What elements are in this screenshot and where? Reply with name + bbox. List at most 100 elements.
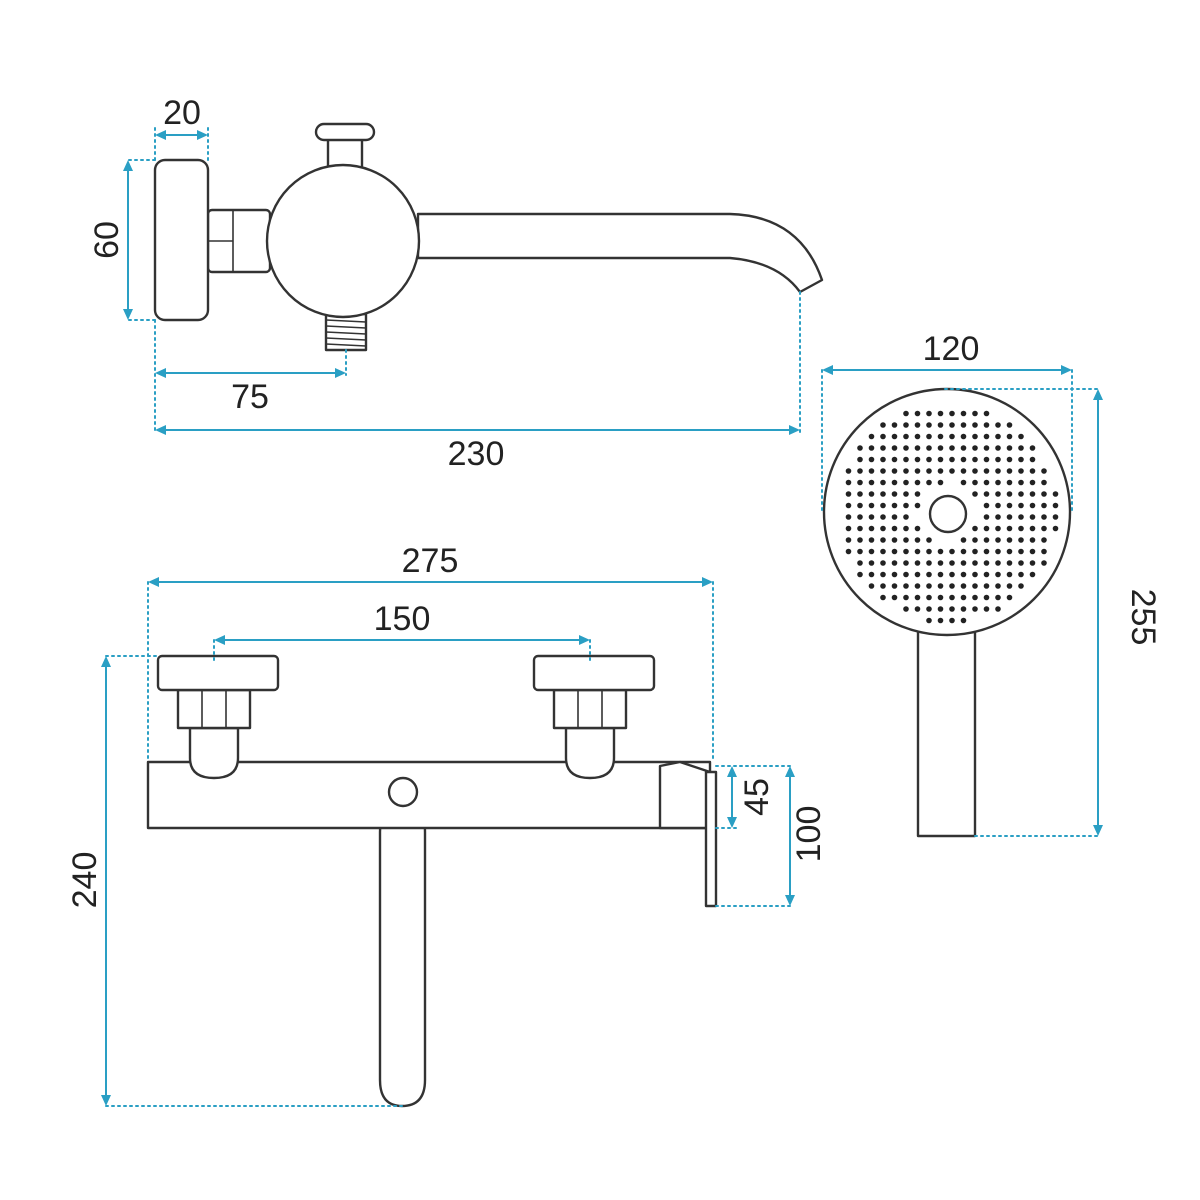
spray-nozzle [891,525,898,532]
spray-nozzle [857,502,863,509]
spray-nozzle [949,456,955,463]
spray-nozzle [1006,468,1013,474]
spray-nozzle [960,433,967,440]
spray-nozzle [972,571,978,578]
spray-nozzle [972,583,978,589]
diverter-knob [314,122,376,142]
dim-total-height: 240 [66,655,403,1107]
spray-nozzle [1041,525,1047,532]
spray-nozzle [891,456,898,463]
spray-nozzle [983,560,990,566]
spray-nozzle [1018,514,1024,520]
spray-nozzle [1006,433,1013,440]
spray-nozzle [972,433,978,440]
spray-nozzle [949,583,955,589]
spray-nozzle [903,479,909,486]
spray-nozzle [937,456,944,463]
spray-nozzle [972,456,978,463]
spray-nozzle [845,502,852,509]
spray-nozzle [995,548,1001,555]
spray-nozzle [1029,560,1036,566]
spray-nozzle [891,548,898,555]
spray-nozzle [914,410,921,417]
spray-nozzle [983,571,990,578]
spray-nozzle [868,502,875,509]
spray-nozzle [914,433,921,440]
spray-nozzle [972,479,978,486]
spray-nozzle [949,560,955,566]
spray-nozzle [1006,525,1013,532]
spray-nozzle [960,606,967,612]
spray-nozzle [914,479,921,486]
spray-nozzle [926,468,932,474]
side-outlet [658,760,712,830]
spray-nozzle [857,514,863,520]
spray-nozzle [845,479,852,486]
spray-nozzle [845,468,852,474]
spray-nozzle [1029,537,1036,543]
spray-nozzle [891,433,898,440]
spray-nozzle [891,422,898,428]
dim-label-body-height: 45 [738,778,776,816]
spray-nozzle [891,514,898,520]
spray-nozzle [880,422,886,428]
spray-nozzle [857,560,863,566]
spray-nozzle [1029,548,1036,555]
spray-nozzle [903,560,909,566]
spray-nozzle [972,468,978,474]
spray-nozzle [891,560,898,566]
spray-nozzle [983,514,990,520]
spray-nozzle [960,422,967,428]
spray-nozzle [880,560,886,566]
spray-nozzle [937,468,944,474]
spray-nozzles [845,410,1059,624]
spray-nozzle [891,594,898,601]
spray-nozzle [868,583,875,589]
dim-label-head-diameter: 120 [923,330,980,368]
spray-nozzle [914,537,921,543]
spray-nozzle [868,560,875,566]
spray-nozzle [857,468,863,474]
spray-nozzle [960,468,967,474]
spray-nozzle [880,491,886,497]
spray-nozzle [1006,479,1013,486]
spray-nozzle [995,514,1001,520]
spray-nozzle [914,422,921,428]
dim-label-outlet-offset: 75 [231,378,269,416]
spray-nozzle [960,410,967,417]
mixer-body-bar [146,760,712,830]
spray-nozzle [903,445,909,451]
spray-nozzle [891,479,898,486]
spray-nozzle [903,537,909,543]
spray-nozzle [926,445,932,451]
spray-nozzle [880,548,886,555]
spray-nozzle [983,410,990,417]
spray-nozzle [949,548,955,555]
spray-nozzle [880,433,886,440]
spray-nozzle [903,548,909,555]
spray-nozzle [1041,548,1047,555]
spray-nozzle [1052,525,1059,532]
spray-nozzle [972,594,978,601]
spray-nozzle [891,445,898,451]
inlet-left [156,654,280,780]
spray-nozzle [937,594,944,601]
spray-nozzle [972,560,978,566]
spray-nozzle [983,606,990,612]
spray-nozzle [903,433,909,440]
spray-nozzle [983,583,990,589]
spray-nozzle [995,422,1001,428]
spray-nozzle [983,456,990,463]
spray-nozzle [880,537,886,543]
spray-nozzle [972,548,978,555]
spray-nozzle [880,583,886,589]
spray-nozzle [868,445,875,451]
spray-nozzle [868,491,875,497]
spray-nozzle [926,617,932,624]
dim-label-total-width: 275 [402,542,459,580]
spray-nozzle [937,617,944,624]
spray-nozzle [903,410,909,417]
dim-head-diameter: 120 [821,330,1073,513]
spray-nozzle [937,479,944,486]
dim-flange-height: 60 [88,159,156,321]
